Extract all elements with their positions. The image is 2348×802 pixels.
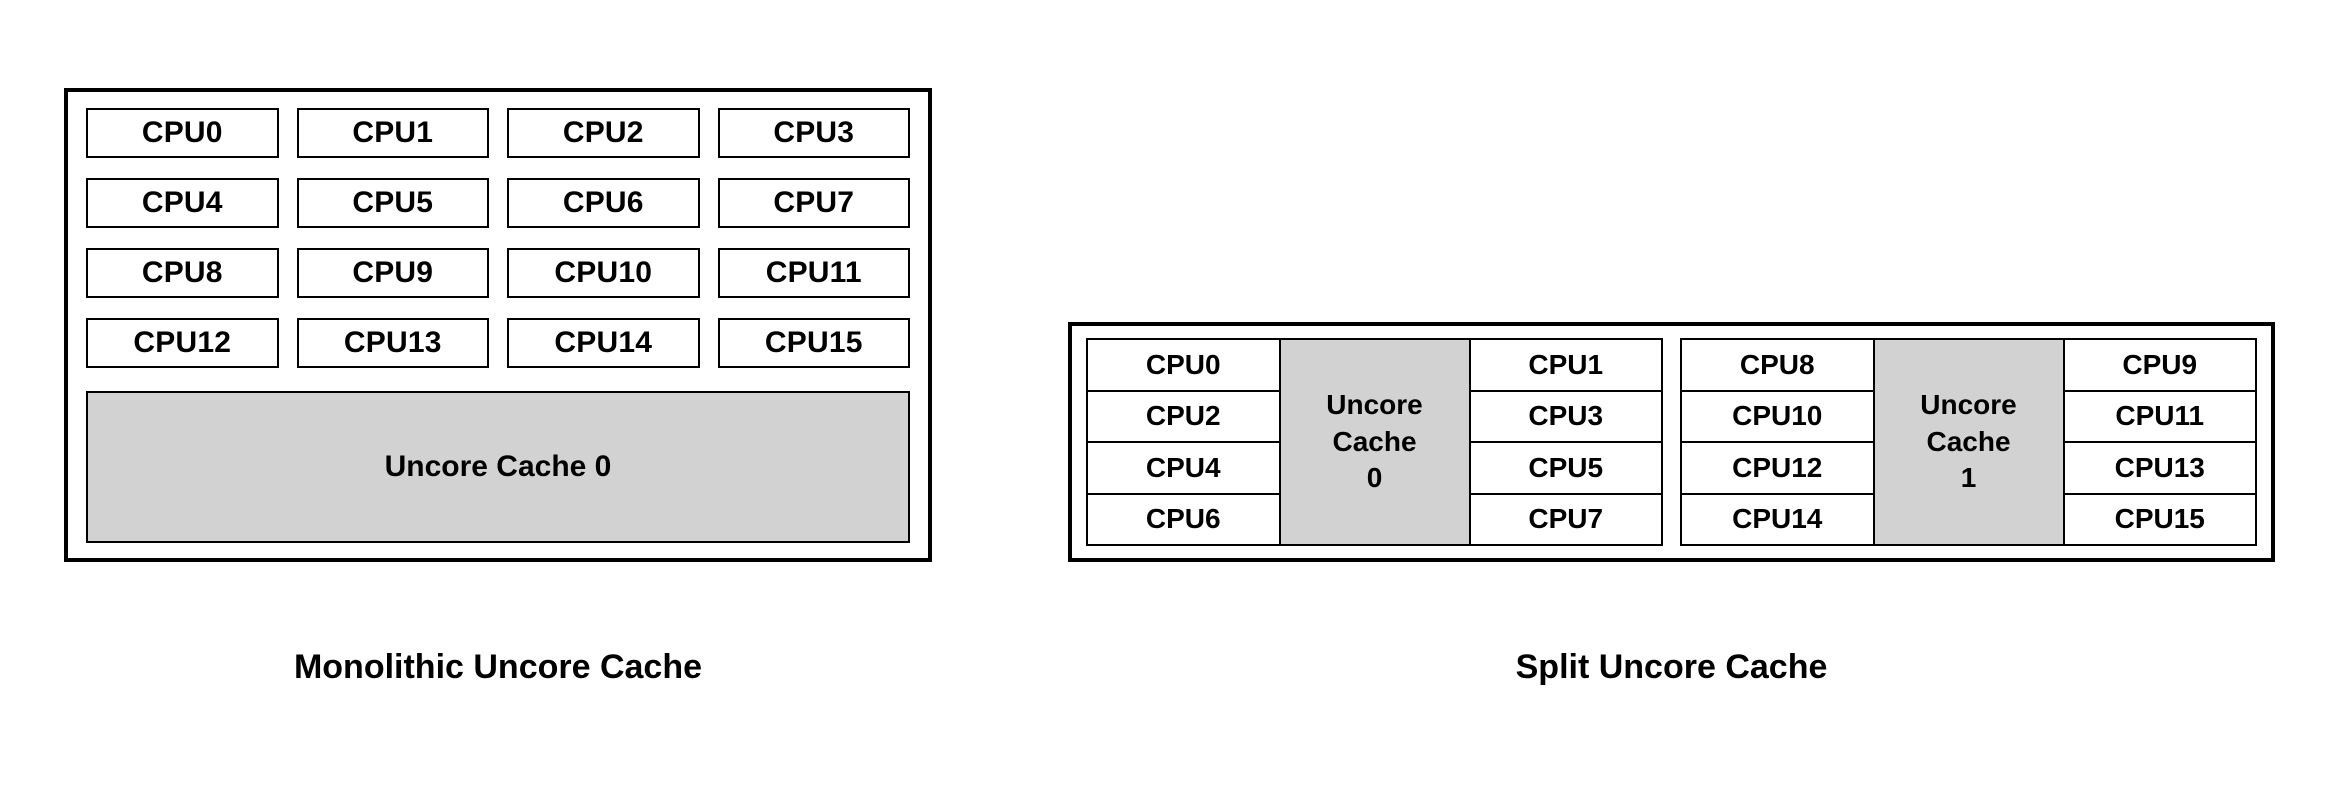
cpu-box: CPU5: [296, 178, 489, 228]
cpu-row: CPU12 CPU13 CPU14 CPU15: [86, 318, 910, 368]
cpu-box: CPU10: [507, 248, 700, 298]
cpu-box: CPU6: [1088, 494, 1279, 544]
cpu-box: CPU7: [717, 178, 910, 228]
cpu-box: CPU3: [717, 108, 910, 158]
cache-label-line: 0: [1366, 462, 1383, 494]
cluster-left-cpu-column: CPU8 CPU10 CPU12 CPU14: [1682, 340, 1873, 544]
cpu-box: CPU8: [86, 248, 279, 298]
cpu-box: CPU14: [507, 318, 700, 368]
cpu-box: CPU8: [1682, 340, 1873, 392]
cpu-box: CPU12: [86, 318, 279, 368]
monolithic-uncore-cache-diagram: CPU0 CPU1 CPU2 CPU3 CPU4 CPU5 CPU6 CPU7 …: [64, 88, 932, 562]
cpu-box: CPU11: [717, 248, 910, 298]
cpu-box: CPU11: [2064, 391, 2255, 443]
cpu-box: CPU5: [1470, 443, 1661, 495]
cpu-box: CPU0: [86, 108, 279, 158]
cpu-box: CPU13: [296, 318, 489, 368]
cpu-box: CPU3: [1470, 391, 1661, 443]
uncore-cache-block: Uncore Cache 0: [1278, 340, 1471, 544]
cpu-box: CPU7: [1470, 494, 1661, 544]
cpu-box: CPU12: [1682, 443, 1873, 495]
cache-label-line: 1: [1960, 462, 1977, 494]
monolithic-cpu-grid: CPU0 CPU1 CPU2 CPU3 CPU4 CPU5 CPU6 CPU7 …: [86, 108, 910, 368]
cluster-left-cpu-column: CPU0 CPU2 CPU4 CPU6: [1088, 340, 1279, 544]
monolithic-caption: Monolithic Uncore Cache: [293, 648, 703, 686]
uncore-cache-block: Uncore Cache 1: [1872, 340, 2065, 544]
cpu-row: CPU4 CPU5 CPU6 CPU7: [86, 178, 910, 228]
cache-label-line: Cache: [1926, 425, 2011, 457]
cpu-box: CPU2: [507, 108, 700, 158]
split-caption: Split Uncore Cache: [1515, 648, 1828, 686]
cpu-box: CPU0: [1088, 340, 1279, 392]
cpu-box: CPU1: [296, 108, 489, 158]
cpu-box: CPU13: [2064, 443, 2255, 495]
cpu-box: CPU9: [296, 248, 489, 298]
cpu-box: CPU15: [2064, 494, 2255, 544]
cpu-box: CPU4: [86, 178, 279, 228]
cpu-box: CPU10: [1682, 391, 1873, 443]
cpu-box: CPU14: [1682, 494, 1873, 544]
cpu-row: CPU0 CPU1 CPU2 CPU3: [86, 108, 910, 158]
cpu-row: CPU8 CPU9 CPU10 CPU11: [86, 248, 910, 298]
cpu-box: CPU2: [1088, 391, 1279, 443]
cpu-box: CPU9: [2064, 340, 2255, 392]
uncore-cache-block: Uncore Cache 0: [86, 391, 910, 543]
split-cluster-container: CPU0 CPU2 CPU4 CPU6 Uncore Cache 0 CPU1 …: [1086, 338, 2257, 546]
cache-label-line: Cache: [1332, 425, 1417, 457]
cpu-cluster: CPU8 CPU10 CPU12 CPU14 Uncore Cache 1 CP…: [1680, 338, 2257, 546]
cluster-right-cpu-column: CPU1 CPU3 CPU5 CPU7: [1470, 340, 1661, 544]
cpu-box: CPU4: [1088, 443, 1279, 495]
cpu-box: CPU1: [1470, 340, 1661, 392]
cpu-box: CPU6: [507, 178, 700, 228]
split-uncore-cache-diagram: CPU0 CPU2 CPU4 CPU6 Uncore Cache 0 CPU1 …: [1068, 322, 2275, 562]
cache-label-line: Uncore: [1920, 388, 2017, 420]
cache-label-line: Uncore: [1326, 388, 1423, 420]
cluster-right-cpu-column: CPU9 CPU11 CPU13 CPU15: [2064, 340, 2255, 544]
cpu-box: CPU15: [717, 318, 910, 368]
cpu-cluster: CPU0 CPU2 CPU4 CPU6 Uncore Cache 0 CPU1 …: [1086, 338, 1663, 546]
